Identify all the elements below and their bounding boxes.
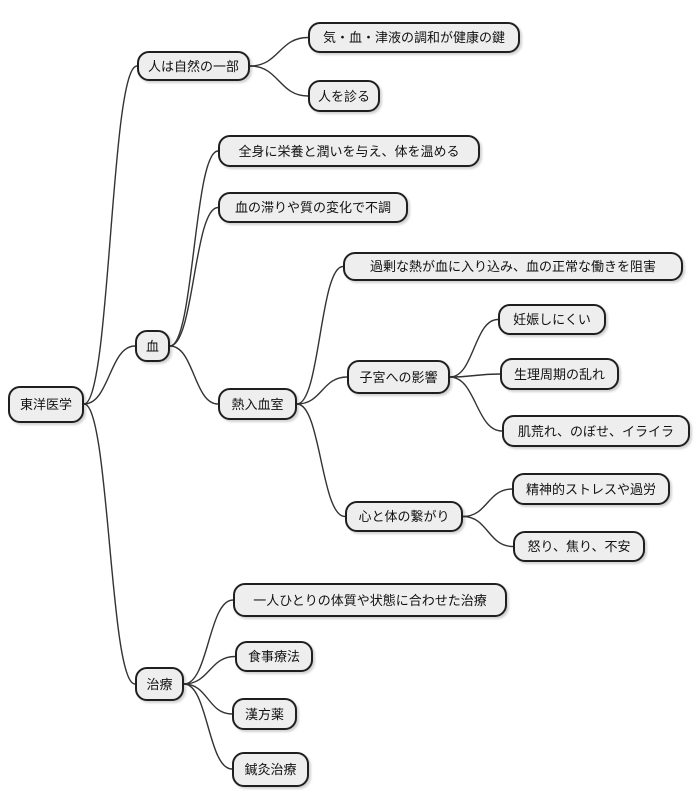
mindmap-node-blood-stagnation-disorder: 血の滞りや質の変化で不調 xyxy=(218,192,408,223)
edge-mind-body-to-stress xyxy=(462,488,513,518)
edge-blood-to-heat-chamber xyxy=(169,345,219,405)
mindmap-node-individualized-treatment: 一人ひとりの体質や状態に合わせた治療 xyxy=(233,583,507,617)
mindmap-node-qi-blood-fluid-harmony: 気・血・津液の調和が健康の鍵 xyxy=(308,22,520,53)
mindmap-node-uterus-effects: 子宮への影響 xyxy=(347,360,450,394)
mindmap-node-human-part-of-nature: 人は自然の一部 xyxy=(137,51,250,81)
edge-uterus-to-skin xyxy=(449,376,503,432)
edge-human-to-harmony xyxy=(249,36,309,67)
edge-heat-chamber-to-disrupt xyxy=(296,265,344,405)
edge-root-to-treatment xyxy=(83,403,136,685)
mindmap-node-root: 東洋医学 xyxy=(8,386,84,423)
edge-human-to-treat-person xyxy=(249,65,309,97)
mindmap-node-kampo-medicine: 漢方薬 xyxy=(232,698,297,730)
edge-treatment-to-individualized xyxy=(183,599,234,685)
edge-mind-body-to-anger xyxy=(462,515,514,548)
mindmap-node-difficulty-conceiving: 妊娠しにくい xyxy=(498,304,606,335)
edge-blood-to-stagnation xyxy=(169,206,219,347)
mindmap-node-skin-hot-flash-irritability: 肌荒れ、のぼせ、イライラ xyxy=(502,415,690,447)
mindmap-node-mental-stress-overwork: 精神的ストレスや過労 xyxy=(512,473,670,505)
mindmap-node-diet-therapy: 食事療法 xyxy=(235,641,313,672)
edge-root-to-blood xyxy=(83,345,136,405)
edge-heat-chamber-to-uterus xyxy=(296,376,348,405)
mindmap-node-anger-impatience-anxiety: 怒り、焦り、不安 xyxy=(513,531,645,562)
mindmap-node-blood: 血 xyxy=(135,330,170,362)
mindmap-node-mind-body-connection: 心と体の繋がり xyxy=(345,501,463,532)
edge-uterus-to-cycle xyxy=(449,373,501,378)
edge-treatment-to-acupuncture xyxy=(183,683,233,770)
mindmap-node-nourishes-and-warms: 全身に栄養と潤いを与え、体を温める xyxy=(218,135,480,167)
mindmap-node-treatment: 治療 xyxy=(135,667,184,701)
mindmap-node-acupuncture: 鍼灸治療 xyxy=(232,752,309,787)
mindmap-node-excess-heat-disrupts-blood: 過剰な熱が血に入り込み、血の正常な働きを阻害 xyxy=(343,252,683,281)
edge-heat-chamber-to-mind-body xyxy=(296,403,346,518)
edge-treatment-to-kampo xyxy=(183,683,233,715)
edge-treatment-to-diet xyxy=(183,655,236,685)
mindmap-node-treat-the-person: 人を診る xyxy=(308,80,380,112)
edge-root-to-human-part-of-nature xyxy=(83,65,138,405)
edge-uterus-to-conceive xyxy=(449,318,499,378)
mindmap-node-heat-entering-blood-chamber: 熱入血室 xyxy=(218,388,297,420)
mindmap-node-irregular-cycle: 生理周期の乱れ xyxy=(500,358,619,390)
edge-blood-to-nourish xyxy=(169,150,219,347)
